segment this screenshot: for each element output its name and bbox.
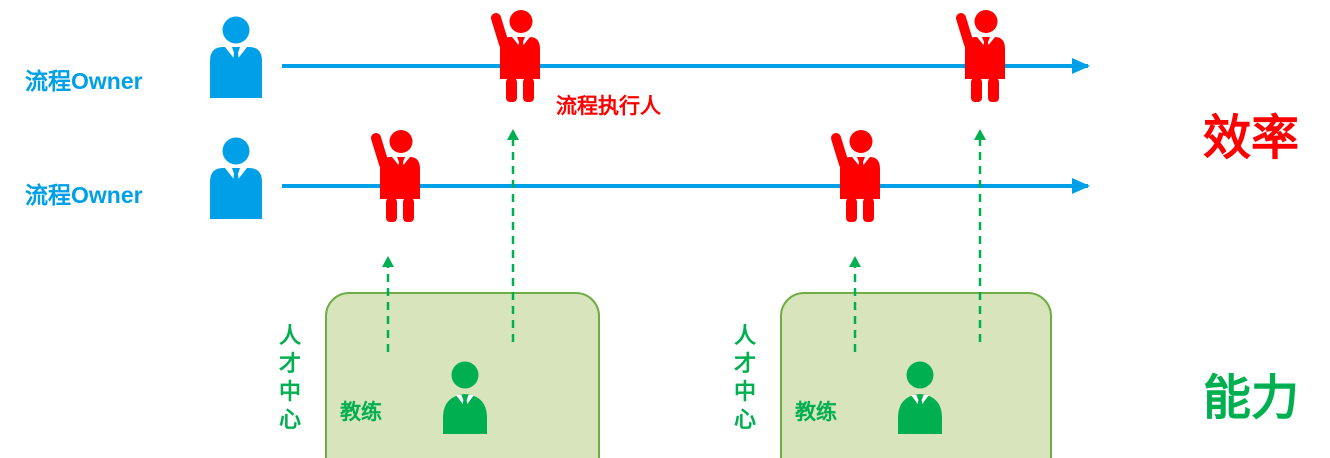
process-executor-icon-3 <box>371 130 420 222</box>
talent-center-label-2: 人才中心 <box>733 323 756 432</box>
timeline-owner-label-2: 流程Owner <box>25 182 143 208</box>
process-owner-icon-1 <box>210 16 262 98</box>
process-executor-icon-2 <box>956 10 1005 102</box>
coach-label-2: 教练 <box>795 401 837 424</box>
efficiency-label: 效率 <box>1203 112 1300 165</box>
timeline-owner-label-1: 流程Owner <box>25 68 143 94</box>
coach-person-icon-1 <box>443 361 487 434</box>
talent-center-label-1: 人才中心 <box>278 323 301 432</box>
process-executor-icon-1 <box>491 10 540 102</box>
coach-person-icon-2 <box>898 361 942 434</box>
coach-label-1: 教练 <box>340 401 382 424</box>
executor-label: 流程执行人 <box>556 95 661 118</box>
capability-label: 能力 <box>1203 372 1300 425</box>
process-executor-icon-4 <box>831 130 880 222</box>
process-owner-icon-2 <box>210 137 262 219</box>
